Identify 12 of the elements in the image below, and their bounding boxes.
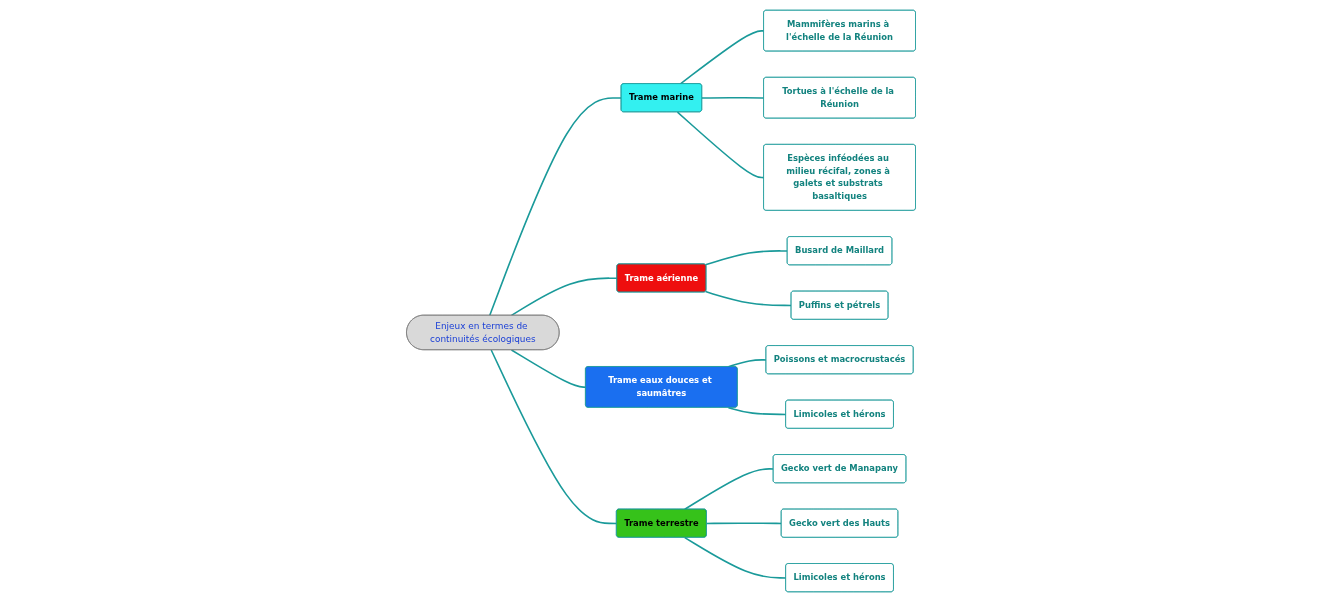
- connector: [705, 521, 783, 524]
- connector: [676, 110, 765, 178]
- connector: [704, 290, 793, 306]
- connector: [510, 348, 587, 388]
- connector: [727, 406, 787, 415]
- connector: [488, 96, 623, 316]
- connector: [490, 348, 618, 524]
- connector: [679, 29, 765, 85]
- connector: [684, 467, 775, 510]
- connector: [684, 536, 787, 579]
- connector: [701, 96, 765, 99]
- connector: [704, 249, 789, 266]
